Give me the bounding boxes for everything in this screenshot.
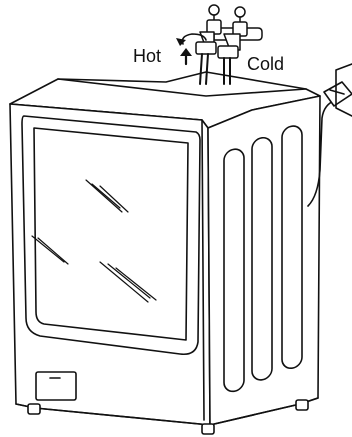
- filter-cover: [35, 371, 77, 401]
- washer-front: [9, 103, 211, 426]
- foot-back-right: [295, 399, 309, 411]
- hot-tap: [195, 4, 222, 55]
- water-taps: [176, 4, 263, 85]
- washer-edge: [201, 119, 205, 421]
- side-groove-2: [251, 136, 273, 381]
- power-cable: [307, 99, 337, 207]
- cold-label: Cold: [247, 54, 284, 74]
- cold-tap: [217, 6, 248, 59]
- power-plug-icon: [323, 81, 352, 107]
- door-glass: [33, 127, 189, 341]
- side-groove-1: [223, 148, 245, 393]
- rotate-arrowhead-icon: [176, 38, 186, 46]
- side-groove-3: [281, 125, 303, 370]
- power-cord: [307, 63, 352, 207]
- foot-front-right: [201, 423, 215, 435]
- up-arrow-icon: [180, 48, 192, 66]
- washing-machine: [9, 71, 321, 435]
- top-panel-seam: [57, 78, 307, 97]
- hot-label: Hot: [133, 46, 161, 66]
- foot-front-left: [27, 403, 41, 415]
- water-hoses: [199, 53, 231, 85]
- wall-outlet: [335, 63, 352, 117]
- glass-reflection: [31, 179, 157, 303]
- door-frame: [21, 115, 201, 356]
